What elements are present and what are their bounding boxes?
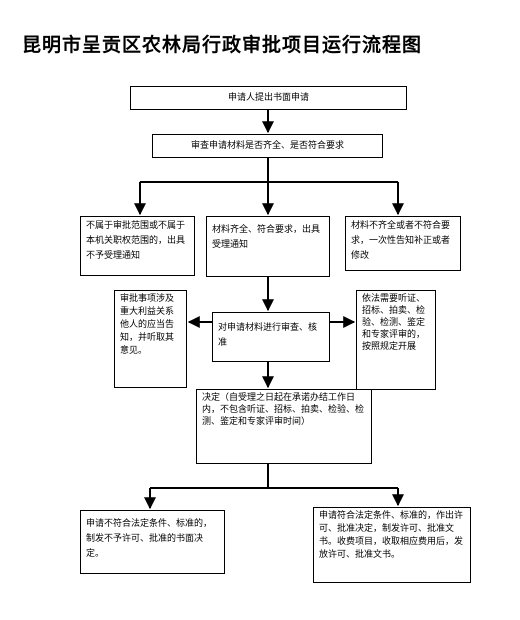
approve-box: 申请符合法定条件、标准的，作出许可、批准决定，制发许可、批准文书。收费项目，收取… — [313, 507, 471, 583]
review-box: 审查申请材料是否齐全、是否符合要求 — [152, 134, 383, 158]
reject-box: 申请不符合法定条件、标准的，制发不予许可、批准的书面决定。 — [80, 510, 225, 574]
audit-box: 对申请材料进行审查、核准 — [212, 312, 330, 362]
hearing-box: 依法需要听证、招标、拍卖、检验、检测、鉴定和专家评审的，按照规定开展 — [356, 290, 436, 390]
outside-scope-box: 不属于审批范围或不属于本机关职权范围的，出具不予受理通知 — [80, 216, 195, 276]
page-title: 昆明市呈贡区农林局行政审批项目运行流程图 — [22, 34, 423, 56]
incomplete-box: 材料不齐全或者不符合要求，一次性告知补正或者修改 — [345, 216, 461, 271]
decision-box: 决定（自受理之日起在承诺办结工作日内，不包含听证、招标、拍卖、检验、检测、鉴定和… — [196, 389, 372, 464]
apply-box: 申请人提出书面申请 — [130, 86, 407, 110]
accept-box: 材料齐全、符合要求，出具受理通知 — [206, 216, 330, 277]
interest-notice-box: 审批事项涉及重大利益关系他人的应当告知，并听取其意见。 — [114, 290, 187, 388]
